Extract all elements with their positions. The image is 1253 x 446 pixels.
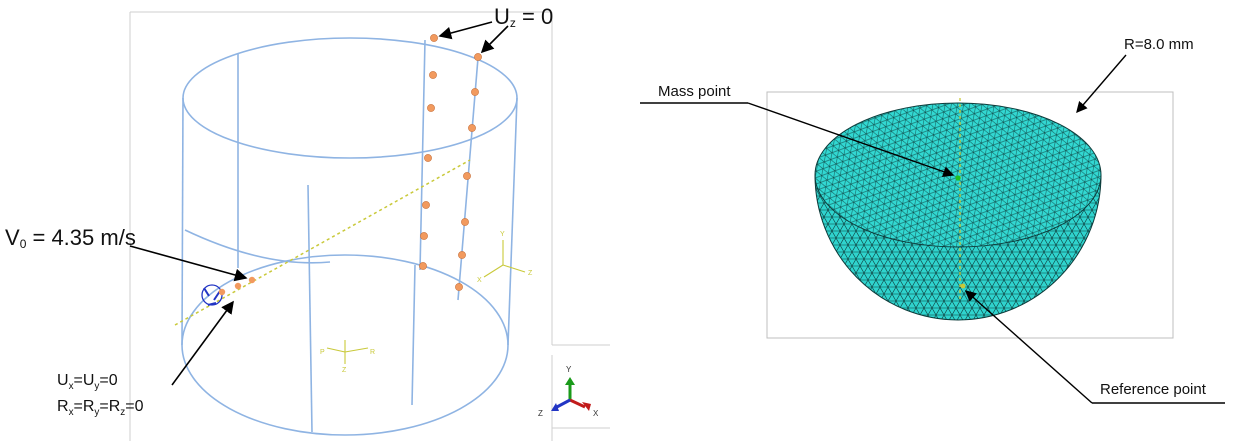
triad-small-a: [483, 240, 526, 278]
axis-x-head: [582, 402, 591, 411]
hemisphere-outline: [814, 174, 1102, 321]
node: [474, 53, 482, 61]
node: [419, 262, 427, 270]
mesh-viewport: [766, 91, 1174, 339]
axis-z-line: [554, 398, 571, 410]
node: [458, 251, 466, 259]
uxy-u1: U: [57, 372, 69, 389]
hemisphere-top-mesh: [815, 103, 1101, 247]
uz-rest: = 0: [515, 4, 554, 29]
node: [461, 218, 469, 226]
hemisphere-top: [815, 103, 1101, 247]
node: [463, 172, 471, 180]
triad-a-y-label: Y: [500, 231, 505, 238]
triad-b-p-label: P: [320, 349, 325, 356]
rxyz-m1: =R: [73, 398, 95, 415]
triad-a-x-label: X: [477, 277, 482, 284]
axis-y-label: Y: [566, 365, 572, 374]
node: [420, 232, 428, 240]
cylinder-drawing: Y Z X P R Z Y X: [129, 11, 610, 441]
cylinder-top-rim: [182, 37, 518, 159]
node: [455, 283, 463, 291]
impactor-node: [218, 288, 226, 296]
rxyz-m2: =R: [99, 398, 121, 415]
uz-main: U: [494, 4, 510, 29]
uz-arrow-a: [438, 21, 493, 40]
constraint-nodes: [419, 34, 482, 291]
node: [471, 88, 479, 96]
mass-leader-arrow: [747, 102, 955, 178]
reference-point-marker: [960, 283, 966, 289]
v0-sub: 0: [19, 237, 27, 251]
v0-arrow: [129, 245, 248, 282]
node: [429, 71, 437, 79]
reference-point-label: Reference point: [1100, 381, 1206, 398]
cylinder-left-side: [181, 97, 184, 346]
uxy-label: Ux=Uy=0: [57, 372, 118, 392]
axis-z-label: Z: [538, 409, 543, 418]
axis-y-head: [565, 377, 575, 385]
cylinder-partition-b: [419, 39, 426, 271]
impactor-cluster: [201, 276, 256, 306]
uz-sub: z: [509, 16, 516, 30]
triad-a-x: [502, 264, 526, 273]
uxy-mid: =U: [73, 372, 95, 389]
rxyz-s2: y: [94, 407, 100, 419]
radius-arrow: [1076, 54, 1127, 114]
mass-point-label: Mass point: [658, 83, 731, 100]
impactor-strokes: [203, 287, 221, 306]
triad-a-z: [483, 264, 504, 278]
trajectory-line: [174, 159, 471, 326]
ref-leader-arrow: [964, 290, 1093, 404]
cylinder-partition-d: [307, 184, 313, 433]
axis-x-line: [569, 398, 586, 409]
uxy-s2: y: [94, 381, 100, 393]
impactor-node: [234, 282, 242, 290]
node: [422, 201, 430, 209]
hemisphere-panel: R=8.0 mm Mass point Reference point: [620, 0, 1253, 441]
rxyz-label: Rx=Ry=Rz=0: [57, 398, 143, 418]
v0-main: V: [5, 225, 20, 250]
uz-arrow-b: [480, 25, 509, 54]
mass-point-marker: [955, 175, 961, 181]
cylinder-partition-e: [411, 264, 416, 406]
node: [427, 104, 435, 112]
axis-z-head: [551, 403, 559, 411]
triad-small-b: [326, 340, 369, 364]
uxy-s1: x: [68, 381, 74, 393]
v0-label: V0 = 4.35 m/s: [5, 225, 136, 251]
triad-a-z-label: Z: [528, 270, 533, 277]
node: [468, 124, 476, 132]
uz-label: Uz = 0: [494, 4, 553, 30]
triad-b-z-label: Z: [342, 367, 347, 374]
global-axis-triad: [551, 377, 591, 411]
fixed-arrow: [171, 300, 234, 386]
cylinder-right-side: [507, 97, 518, 346]
cylinder-mid-seam: [184, 229, 331, 264]
uxy-rest: =0: [99, 372, 118, 389]
impactor-node: [248, 276, 256, 284]
triad-b-r-label: R: [370, 349, 375, 356]
cylinder-panel: Y Z X P R Z Y X: [0, 0, 620, 441]
rxyz-rest: =0: [125, 398, 144, 415]
triad-b-r: [344, 347, 369, 353]
rxyz-r1: R: [57, 398, 69, 415]
node: [430, 34, 438, 42]
triad-b-p: [326, 347, 346, 353]
axis-x-label: X: [593, 409, 599, 418]
hemisphere-drawing: [640, 54, 1225, 404]
hemisphere-top-outline: [814, 102, 1102, 248]
radius-label: R=8.0 mm: [1124, 36, 1194, 53]
rxyz-s1: x: [68, 407, 74, 419]
node: [424, 154, 432, 162]
v0-rest: = 4.35 m/s: [26, 225, 136, 250]
rxyz-s3: z: [120, 407, 126, 419]
